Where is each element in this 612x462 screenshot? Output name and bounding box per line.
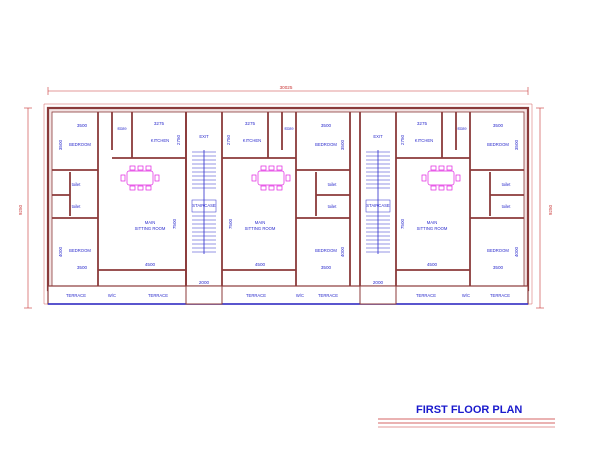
unit-2-dining-table-icon [251, 165, 291, 191]
unit-1-bedroom-top: BEDROOM [69, 142, 91, 147]
unit-1-dining-table-icon [120, 165, 160, 191]
unit-1-labels: 3500 3500 BEDROOM store 3275 2750 KITCHE… [58, 121, 181, 298]
unit-2-bedroom-bottom-width: 3500 [321, 265, 332, 270]
unit-3-bedroom-bottom-width: 3500 [493, 265, 504, 270]
unit-2-kitchen: KITCHEN [243, 138, 261, 143]
unit-1-main-sitting-1: MAIN [145, 220, 155, 225]
unit-1-kitchen-width: 3275 [154, 121, 165, 126]
unit-1-terrace-a: TERRACE [66, 293, 86, 298]
unit-2-store: store [284, 126, 294, 131]
unit-1-sitting-depth: 7500 [172, 218, 177, 229]
stair-1: EXIT STAIRCASE 2000 [185, 112, 223, 305]
unit-3-dining-table-icon [421, 165, 461, 191]
unit-2-kitchen-depth: 2750 [226, 134, 231, 145]
unit-3-toilet-a: toilet [502, 182, 512, 187]
unit-1-kitchen: KITCHEN [151, 138, 169, 143]
unit-3-kitchen: KITCHEN [415, 138, 433, 143]
unit-2-main-sitting-1: MAIN [255, 220, 265, 225]
unit-3-store: store [457, 126, 467, 131]
unit-2-toilet-b: toilet [328, 204, 338, 209]
unit-3-terrace-b: TERRACE [490, 293, 510, 298]
overall-width-label: 30025 [280, 85, 293, 90]
unit-3-bedroom-top: BEDROOM [487, 142, 509, 147]
unit-3-toilet-b: toilet [502, 204, 512, 209]
title-block: FIRST FLOOR PLAN [378, 404, 555, 428]
unit-1-bedroom-top-depth: 3500 [58, 139, 63, 150]
unit-3: 3275 2750 KITCHEN store 3500 3500 BEDROO… [396, 112, 524, 298]
unit-1-bedroom-bottom-width: 3500 [77, 265, 88, 270]
unit-2-terrace-b: TERRACE [318, 293, 338, 298]
unit-2-wc: W/C [296, 293, 304, 298]
overall-depth-left: 9250 [18, 204, 23, 215]
unit-3-main-sitting-2: SITTING ROOM [417, 226, 448, 231]
unit-1-bedroom-bottom-depth: 4000 [58, 246, 63, 257]
overall-depth-right: 9250 [548, 204, 553, 215]
unit-3-wc: W/C [462, 293, 470, 298]
plan-title: FIRST FLOOR PLAN [416, 404, 522, 416]
unit-1-wc: W/C [108, 293, 116, 298]
unit-2-terrace-a: TERRACE [246, 293, 266, 298]
stair-1-exit: EXIT [199, 134, 209, 139]
unit-1-bedroom-top-width: 3500 [77, 123, 88, 128]
unit-1-toilet-a: toilet [72, 182, 82, 187]
stair-1-label: STAIRCASE [192, 203, 216, 208]
unit-2: 3275 2750 KITCHEN store 3500 3500 BEDROO… [222, 112, 351, 298]
unit-2-bedroom-bottom-depth: 4000 [340, 246, 345, 257]
unit-1-store: store [117, 126, 127, 131]
unit-3-main-sitting-1: MAIN [427, 220, 437, 225]
unit-2-bedroom-top: BEDROOM [315, 142, 337, 147]
unit-1-toilet-b: toilet [72, 204, 82, 209]
unit-3-kitchen-depth: 2750 [400, 134, 405, 145]
unit-1-kitchen-depth: 2750 [176, 134, 181, 145]
stair-2-exit: EXIT [373, 134, 383, 139]
unit-2-toilet-a: toilet [328, 182, 338, 187]
unit-3-bedroom-top-depth: 3500 [514, 139, 519, 150]
unit-2-kitchen-width: 3275 [245, 121, 256, 126]
unit-1-sitting-width: 4500 [145, 262, 156, 267]
unit-3-terrace-a: TERRACE [416, 293, 436, 298]
unit-2-bedroom-top-depth: 3500 [340, 139, 345, 150]
unit-2-main-sitting-2: SITTING ROOM [245, 226, 276, 231]
unit-1-main-sitting-2: SITTING ROOM [135, 226, 166, 231]
unit-3-bedroom-bottom-depth: 4000 [514, 246, 519, 257]
stair-2-width: 2000 [373, 280, 384, 285]
stair-2-label: STAIRCASE [366, 203, 390, 208]
unit-1-terrace-b: TERRACE [148, 293, 168, 298]
unit-3-kitchen-width: 3275 [417, 121, 428, 126]
stair-2: EXIT STAIRCASE 2000 [359, 112, 397, 305]
exterior-walls [46, 106, 530, 305]
stair-1-width: 2000 [199, 280, 210, 285]
unit-3-sitting-depth: 7500 [400, 218, 405, 229]
unit-3-bedroom-bottom: BEDROOM [487, 248, 509, 253]
unit-2-bedroom-top-width: 3500 [321, 123, 332, 128]
unit-1-bedroom-bottom: BEDROOM [69, 248, 91, 253]
unit-3-sitting-width: 4500 [427, 262, 438, 267]
unit-3-bedroom-top-width: 3500 [493, 123, 504, 128]
unit-2-sitting-depth: 7500 [228, 218, 233, 229]
unit-2-sitting-width: 4500 [255, 262, 266, 267]
unit-2-bedroom-bottom: BEDROOM [315, 248, 337, 253]
